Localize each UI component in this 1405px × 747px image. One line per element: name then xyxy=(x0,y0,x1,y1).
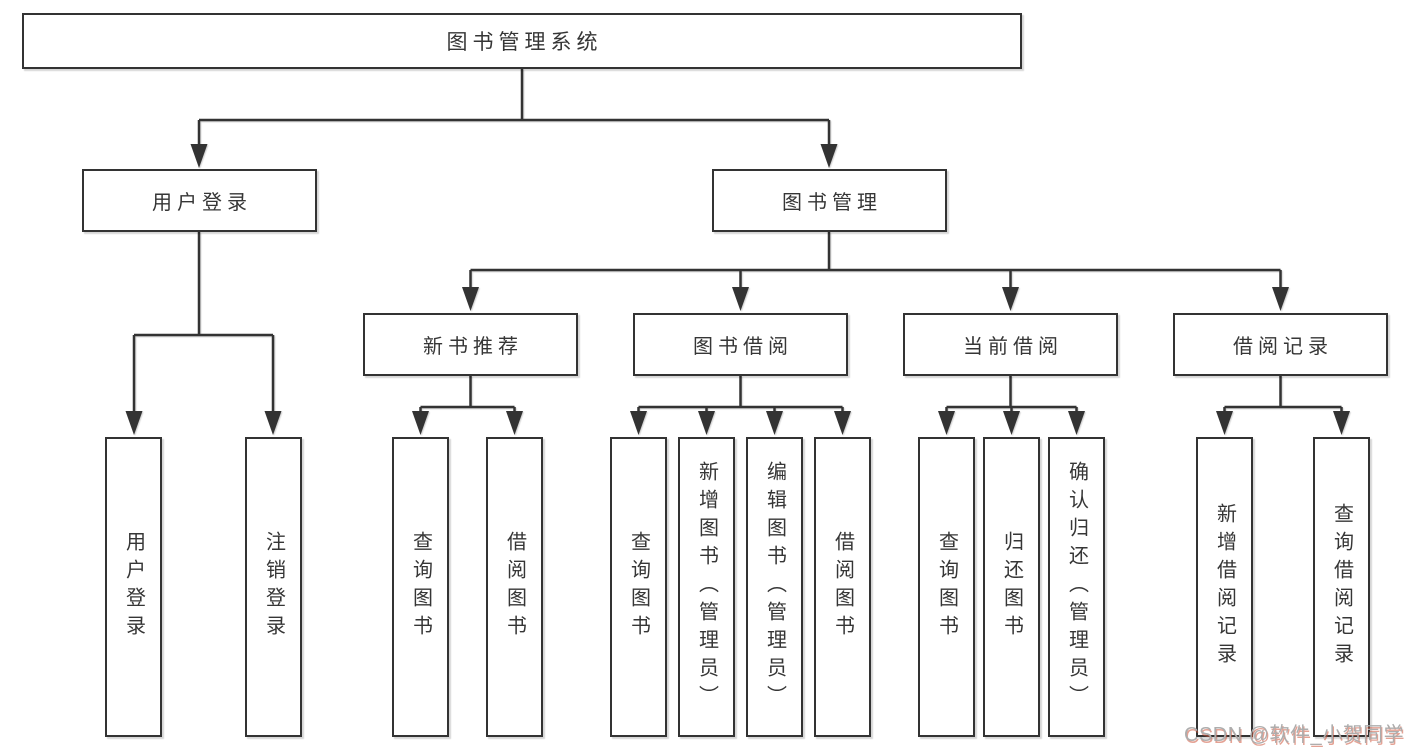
node-leaf-borrow-books-recommend: 借阅图书 xyxy=(486,437,543,737)
node-label: 借阅图书 xyxy=(503,531,526,643)
node-label: 借阅图书 xyxy=(831,531,854,643)
node-label: 查询图书 xyxy=(409,531,432,643)
node-label: 查询借阅记录 xyxy=(1330,503,1353,671)
node-leaf-query-borrow-record: 查询借阅记录 xyxy=(1313,437,1370,737)
node-leaf-borrow-books-borrow: 借阅图书 xyxy=(814,437,871,737)
node-label: 注销登录 xyxy=(262,531,285,643)
node-label: 确认归还（管理员） xyxy=(1065,461,1088,713)
watermark: CSDN @软件_小贺同学 xyxy=(1184,724,1405,746)
node-label: 新增借阅记录 xyxy=(1213,503,1236,671)
node-leaf-user-login: 用户登录 xyxy=(105,437,162,737)
node-leaf-logout: 注销登录 xyxy=(245,437,302,737)
node-leaf-add-borrow-record: 新增借阅记录 xyxy=(1196,437,1253,737)
node-label: 用户登录 xyxy=(122,531,145,643)
node-label: 借阅记录 xyxy=(1233,336,1333,358)
node-leaf-edit-book-admin: 编辑图书（管理员） xyxy=(746,437,803,737)
arrowhead-group xyxy=(125,144,1350,435)
node-label: 编辑图书（管理员） xyxy=(763,461,786,713)
node-leaf-add-book-admin: 新增图书（管理员） xyxy=(678,437,735,737)
node-current-borrow: 当前借阅 xyxy=(903,313,1118,376)
node-leaf-query-books-recommend: 查询图书 xyxy=(392,437,449,737)
node-label: 新书推荐 xyxy=(423,336,523,358)
node-root: 图书管理系统 xyxy=(22,13,1022,69)
node-label: 用户登录 xyxy=(152,192,252,214)
node-label: 查询图书 xyxy=(627,531,650,643)
node-borrow-records: 借阅记录 xyxy=(1173,313,1388,376)
node-leaf-confirm-return-admin: 确认归还（管理员） xyxy=(1048,437,1105,737)
node-label: 新增图书（管理员） xyxy=(695,461,718,713)
node-leaf-query-books-borrow: 查询图书 xyxy=(610,437,667,737)
node-label: 归还图书 xyxy=(1000,531,1023,643)
node-leaf-query-books-current: 查询图书 xyxy=(918,437,975,737)
node-label: 图书管理 xyxy=(782,192,882,214)
node-new-book-recommend: 新书推荐 xyxy=(363,313,578,376)
node-label: 查询图书 xyxy=(935,531,958,643)
node-user-login: 用户登录 xyxy=(82,169,317,232)
node-label: 当前借阅 xyxy=(963,336,1063,358)
node-label: 图书借阅 xyxy=(693,336,793,358)
node-leaf-return-books: 归还图书 xyxy=(983,437,1040,737)
node-book-management: 图书管理 xyxy=(712,169,947,232)
node-book-borrow: 图书借阅 xyxy=(633,313,848,376)
node-label: 图书管理系统 xyxy=(446,31,603,54)
